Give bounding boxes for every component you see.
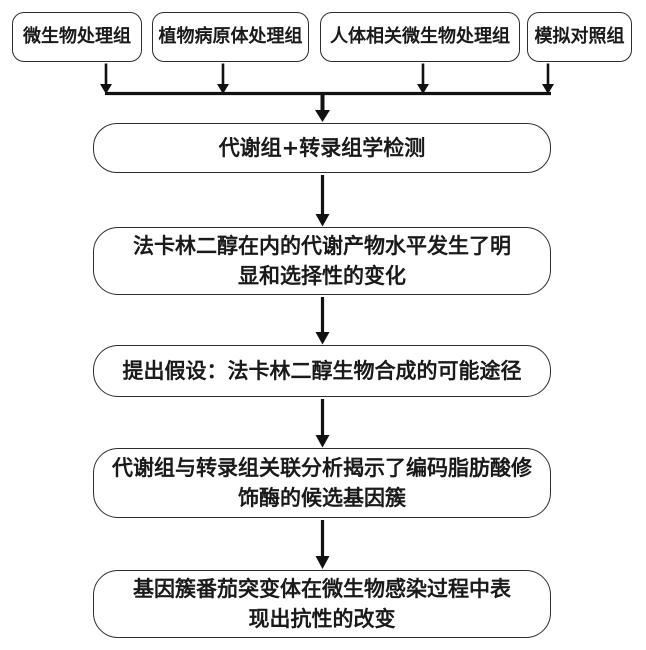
step-box-label: 提出假设：法卡林二醇生物合成的可能途径 [122,358,522,383]
top-box-mock-control-group: 模拟对照组 [527,12,632,62]
step-box-label: 代谢组+转录组学检测 [218,135,426,160]
step-box-omics-detection: 代谢组+转录组学检测 [93,123,551,173]
step-box-candidate-gene-cluster: 代谢组与转录组关联分析揭示了编码脂肪酸修 饰酶的候选基因簇 [93,448,551,518]
step-box-hypothesis-biosynthesis-pathway: 提出假设：法卡林二醇生物合成的可能途径 [93,345,551,397]
arrow-step-2-to-3 [315,297,330,345]
step-box-metabolite-level-changes: 法卡林二醇在内的代谢产物水平发生了明 显和选择性的变化 [93,227,551,295]
step-box-mutant-resistance-change: 基因簇番茄突变体在微生物感染过程中表 现出抗性的改变 [93,570,551,638]
top-box-label: 人体相关微生物处理组 [330,26,510,48]
top-box-label: 微生物处理组 [23,26,131,48]
step-box-label: 法卡林二醇在内的代谢产物水平发生了明 显和选择性的变化 [133,233,511,288]
step-box-label: 代谢组与转录组关联分析揭示了编码脂肪酸修 饰酶的候选基因簇 [112,455,532,510]
top-box-human-related-microbial-treatment-group: 人体相关微生物处理组 [320,12,520,62]
step-box-label: 基因簇番茄突变体在微生物感染过程中表 现出抗性的改变 [133,576,511,631]
arrow-step-3-to-4 [315,399,330,448]
arrow-merge-to-step-1 [315,93,330,122]
arrow-top-box-4-drop [542,63,554,94]
top-box-plant-pathogen-treatment-group: 植物病原体处理组 [152,12,309,62]
arrow-step-1-to-2 [315,175,330,227]
arrow-top-box-1-drop [100,63,112,94]
arrow-step-4-to-5 [315,520,330,569]
top-box-microbial-treatment-group: 微生物处理组 [12,12,142,62]
top-box-label: 模拟对照组 [534,26,625,48]
arrow-top-box-2-drop [217,63,229,94]
top-box-label: 植物病原体处理组 [158,26,303,48]
arrow-top-box-3-drop [417,63,429,94]
